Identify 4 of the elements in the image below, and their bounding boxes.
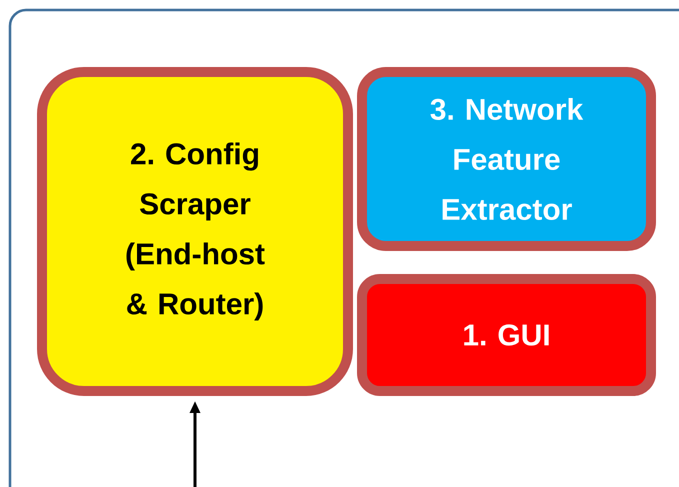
component-box: 1. GUI (357, 274, 656, 396)
component-box: 3. Network Feature Extractor (357, 67, 656, 251)
component-box: 2. Config Scraper (End-host & Router) (37, 67, 353, 396)
panel-frame (8, 8, 679, 487)
